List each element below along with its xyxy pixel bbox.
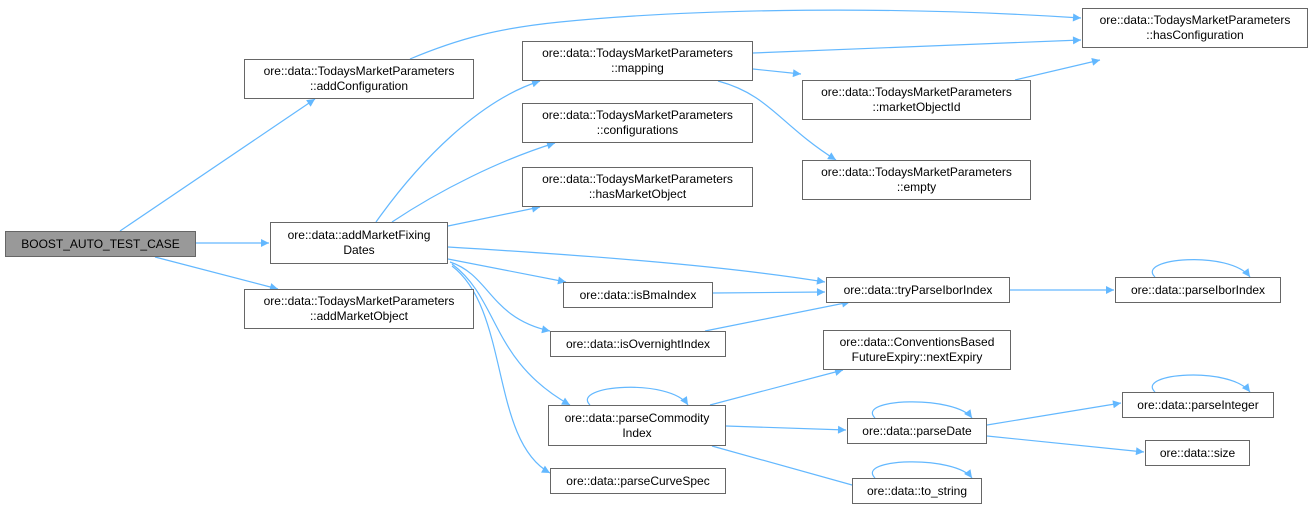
node-add-market-object[interactable]: ore::data::TodaysMarketParameters::addMa… bbox=[244, 289, 474, 329]
node-parse-integer[interactable]: ore::data::parseInteger bbox=[1122, 392, 1274, 418]
node-label: ore::data::TodaysMarketParameters bbox=[1099, 13, 1291, 27]
node-label: ore::data::to_string bbox=[866, 483, 968, 498]
edge-parseCommodityIndex-to_string bbox=[711, 445, 871, 492]
node-label: ore::data::isOvernightIndex bbox=[565, 336, 711, 351]
edge-parseInteger-self bbox=[1151, 374, 1251, 393]
node-label: ::configurations bbox=[596, 123, 679, 137]
node-label: ::mapping bbox=[611, 61, 664, 75]
node-try-parse-ibor-index[interactable]: ore::data::tryParseIborIndex bbox=[826, 277, 1010, 303]
node-label: ore::data::parseDate bbox=[862, 423, 972, 438]
edge-mapping-empty bbox=[717, 80, 837, 161]
node-label: ore::data::TodaysMarketParameters bbox=[542, 172, 733, 186]
node-label: Index bbox=[622, 425, 652, 440]
edge-root-addMarketObject bbox=[154, 256, 279, 291]
node-has-configuration[interactable]: ore::data::TodaysMarketParameters::hasCo… bbox=[1082, 8, 1308, 48]
edge-parseDate-self bbox=[871, 401, 973, 419]
node-label: ::marketObjectId bbox=[872, 100, 961, 114]
node-has-market-object[interactable]: ore::data::TodaysMarketParameters::hasMa… bbox=[522, 167, 753, 207]
edge-isBmaIndex-tryParseIborIndex bbox=[712, 288, 826, 297]
edge-addConfiguration-hasConfiguration bbox=[409, 9, 1082, 60]
node-to-string[interactable]: ore::data::to_string bbox=[852, 478, 982, 504]
node-label: ore::data::size bbox=[1159, 445, 1236, 460]
node-is-overnight-index[interactable]: ore::data::isOvernightIndex bbox=[550, 331, 726, 357]
node-label: ore::data::TodaysMarketParameters bbox=[263, 64, 455, 78]
edge-fixing-isBmaIndex bbox=[447, 258, 567, 285]
node-market-object-id[interactable]: ore::data::TodaysMarketParameters::marke… bbox=[802, 80, 1031, 120]
node-configurations[interactable]: ore::data::TodaysMarketParameters::confi… bbox=[522, 103, 753, 143]
node-label: ::addMarketObject bbox=[309, 309, 409, 323]
edge-mapping-marketObjectId bbox=[752, 68, 802, 78]
edge-fixing-parseCommodityIndex bbox=[451, 263, 571, 406]
node-label: ore::data::TodaysMarketParameters bbox=[821, 85, 1012, 99]
edge-parseCommodityIndex-nextExpiry bbox=[709, 368, 844, 406]
node-parse-ibor-index[interactable]: ore::data::parseIborIndex bbox=[1115, 277, 1281, 303]
edge-parseCommodityIndex-self bbox=[586, 386, 689, 406]
node-label: ore::data::ConventionsBased bbox=[839, 335, 995, 349]
node-label: ::hasConfiguration bbox=[1146, 28, 1244, 42]
node-is-bma-index[interactable]: ore::data::isBmaIndex bbox=[563, 282, 713, 308]
node-label: BOOST_AUTO_TEST_CASE bbox=[21, 236, 180, 251]
edge-root-addConfiguration bbox=[119, 98, 316, 232]
node-label: ore::data::TodaysMarketParameters bbox=[542, 108, 733, 122]
edge-isOvernightIndex-tryParseIborIndex bbox=[704, 299, 851, 332]
edge-parseDate-parseInteger bbox=[986, 400, 1122, 426]
node-boost-auto-test-case[interactable]: BOOST_AUTO_TEST_CASE bbox=[5, 231, 196, 257]
node-add-configuration[interactable]: ore::data::TodaysMarketParameters::addCo… bbox=[244, 59, 474, 99]
edge-mapping-hasConfiguration bbox=[752, 36, 1082, 54]
node-label: ::empty bbox=[896, 180, 937, 194]
node-label: Dates bbox=[343, 243, 375, 257]
edge-marketObjectId-hasConfiguration bbox=[1014, 57, 1101, 81]
edge-fixing-hasMarketObject bbox=[447, 204, 541, 227]
node-label: FutureExpiry::nextExpiry bbox=[851, 350, 983, 364]
edge-parseCommodityIndex-parseDate bbox=[725, 425, 847, 434]
node-label: ore::data::parseInteger bbox=[1137, 397, 1259, 412]
node-label: ore::data::tryParseIborIndex bbox=[843, 282, 993, 297]
node-size[interactable]: ore::data::size bbox=[1145, 440, 1250, 466]
node-label: ore::data::TodaysMarketParameters bbox=[542, 46, 733, 60]
node-label: ore::data::TodaysMarketParameters bbox=[263, 294, 455, 308]
node-label: ore::data::addMarketFixing bbox=[287, 228, 431, 242]
edge-fixing-tryParseIborIndex bbox=[447, 246, 826, 285]
node-label: ore::data::isBmaIndex bbox=[579, 287, 697, 302]
node-label: ore::data::parseCurveSpec bbox=[566, 473, 710, 488]
edge-to_string-self bbox=[871, 461, 973, 479]
node-parse-date[interactable]: ore::data::parseDate bbox=[847, 418, 987, 444]
edge-parseIborIndex-self bbox=[1151, 259, 1251, 278]
node-label: ::hasMarketObject bbox=[588, 187, 687, 201]
node-label: ore::data::TodaysMarketParameters bbox=[821, 165, 1012, 179]
node-label: ore::data::parseIborIndex bbox=[1130, 282, 1266, 297]
node-empty[interactable]: ore::data::TodaysMarketParameters::empty bbox=[802, 160, 1031, 200]
node-mapping[interactable]: ore::data::TodaysMarketParameters::mappi… bbox=[522, 41, 753, 81]
node-parse-curve-spec[interactable]: ore::data::parseCurveSpec bbox=[550, 468, 726, 494]
edge-fixing-mapping bbox=[375, 79, 541, 223]
edge-fixing-configurations bbox=[391, 141, 556, 223]
edge-fixing-parseCurveSpec bbox=[451, 265, 551, 474]
node-label: ore::data::parseCommodity bbox=[564, 410, 710, 425]
node-label: ::addConfiguration bbox=[309, 79, 409, 93]
edge-fixing-isOvernightIndex bbox=[449, 261, 551, 334]
edge-parseDate-size bbox=[986, 435, 1145, 456]
